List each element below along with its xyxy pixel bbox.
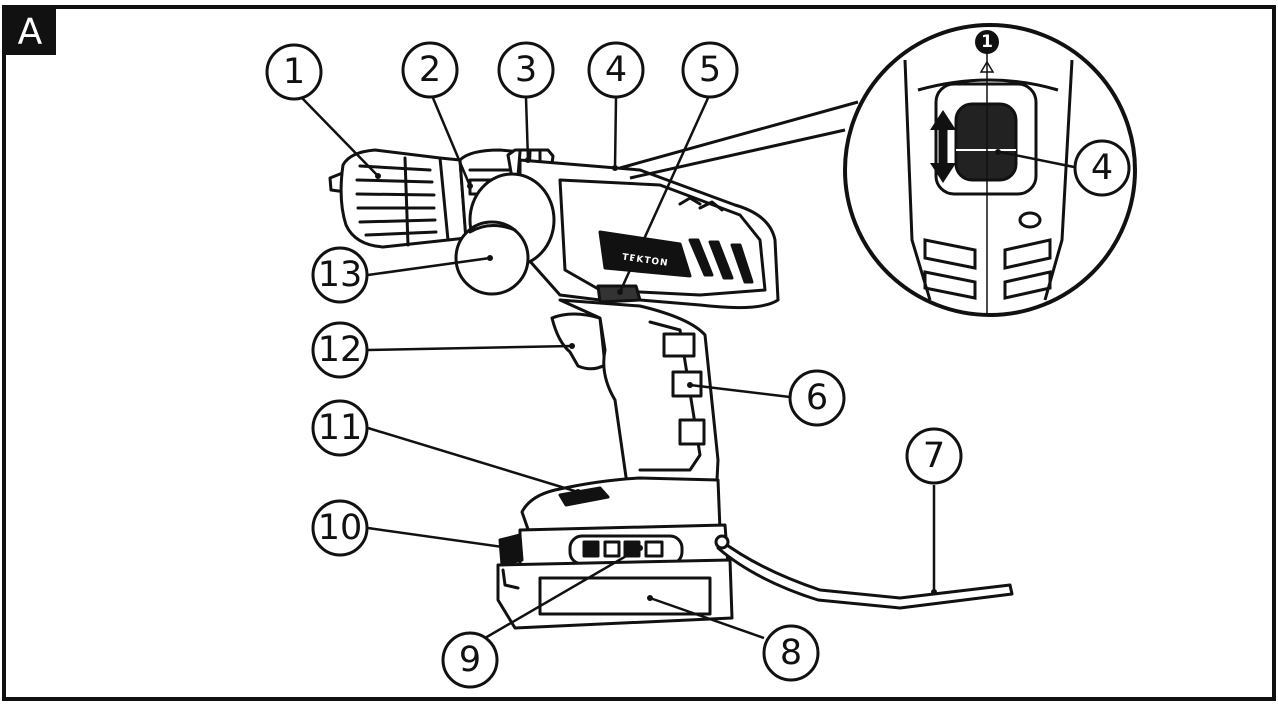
leader-13 bbox=[367, 256, 491, 277]
leader-10 bbox=[367, 526, 511, 550]
leader-6 bbox=[689, 383, 791, 399]
leader-4 bbox=[613, 97, 618, 169]
callout-12: 12 bbox=[311, 321, 369, 379]
direction-switch bbox=[954, 102, 1018, 182]
leader-5 bbox=[618, 97, 710, 293]
svg-text:3: 3 bbox=[515, 50, 537, 90]
chuck bbox=[328, 148, 468, 249]
callout-2: 2 bbox=[401, 41, 459, 99]
leader-11 bbox=[367, 426, 579, 494]
drill-illustration: TEKTON bbox=[328, 148, 1014, 630]
leader-3 bbox=[524, 97, 530, 161]
leader-dots bbox=[375, 157, 937, 601]
grip-pad bbox=[671, 370, 703, 398]
leader-9 bbox=[484, 546, 641, 640]
callout-3: 3 bbox=[497, 41, 555, 99]
trigger bbox=[550, 312, 607, 371]
svg-text:9: 9 bbox=[459, 640, 481, 680]
marker-label: 1 bbox=[981, 32, 993, 52]
svg-text:4: 4 bbox=[605, 50, 627, 90]
svg-text:1: 1 bbox=[283, 52, 305, 92]
inset-callout-label: 4 bbox=[1091, 148, 1113, 188]
svg-text:7: 7 bbox=[923, 436, 945, 476]
svg-text:12: 12 bbox=[318, 330, 363, 370]
leader-12 bbox=[367, 344, 573, 352]
callout-7: 7 bbox=[905, 427, 963, 485]
callout-13: 13 bbox=[311, 246, 369, 304]
callout-10: 10 bbox=[311, 499, 369, 557]
callout-8: 8 bbox=[762, 624, 820, 682]
callout-6: 6 bbox=[788, 369, 846, 427]
up-down-arrow-icon bbox=[930, 110, 956, 183]
direction-switch-inset: 1 4 bbox=[619, 23, 1137, 317]
callout-5: 5 bbox=[681, 41, 739, 99]
callout-9: 9 bbox=[441, 631, 499, 689]
callouts: 1 2 3 4 5 6 7 8 9 10 11 12 13 bbox=[265, 41, 963, 689]
logo-badge: TEKTON bbox=[598, 230, 692, 278]
belt-clip bbox=[714, 534, 1014, 610]
callout-1: 1 bbox=[265, 43, 323, 101]
svg-text:6: 6 bbox=[806, 378, 828, 418]
callout-4: 4 bbox=[587, 41, 645, 99]
leader-lines bbox=[301, 97, 936, 640]
svg-text:11: 11 bbox=[318, 408, 363, 448]
panel-letter: A bbox=[18, 12, 43, 53]
inset-leader-bottom bbox=[629, 128, 846, 180]
inset-callout bbox=[1073, 139, 1131, 197]
motor-housing bbox=[518, 158, 780, 310]
leader-8 bbox=[649, 596, 765, 640]
svg-text:2: 2 bbox=[419, 50, 441, 90]
panel-label: A bbox=[4, 7, 56, 55]
svg-text:8: 8 bbox=[780, 633, 802, 673]
marker-badge bbox=[975, 30, 999, 54]
svg-text:10: 10 bbox=[318, 508, 363, 548]
leader-1 bbox=[301, 97, 379, 177]
leader-2 bbox=[431, 97, 472, 187]
inset-leader bbox=[999, 150, 1075, 169]
callout-11: 11 bbox=[311, 399, 369, 457]
svg-text:5: 5 bbox=[699, 50, 721, 90]
inset-leader-top bbox=[619, 100, 859, 170]
svg-text:13: 13 bbox=[318, 255, 363, 295]
battery-pack bbox=[496, 523, 734, 630]
